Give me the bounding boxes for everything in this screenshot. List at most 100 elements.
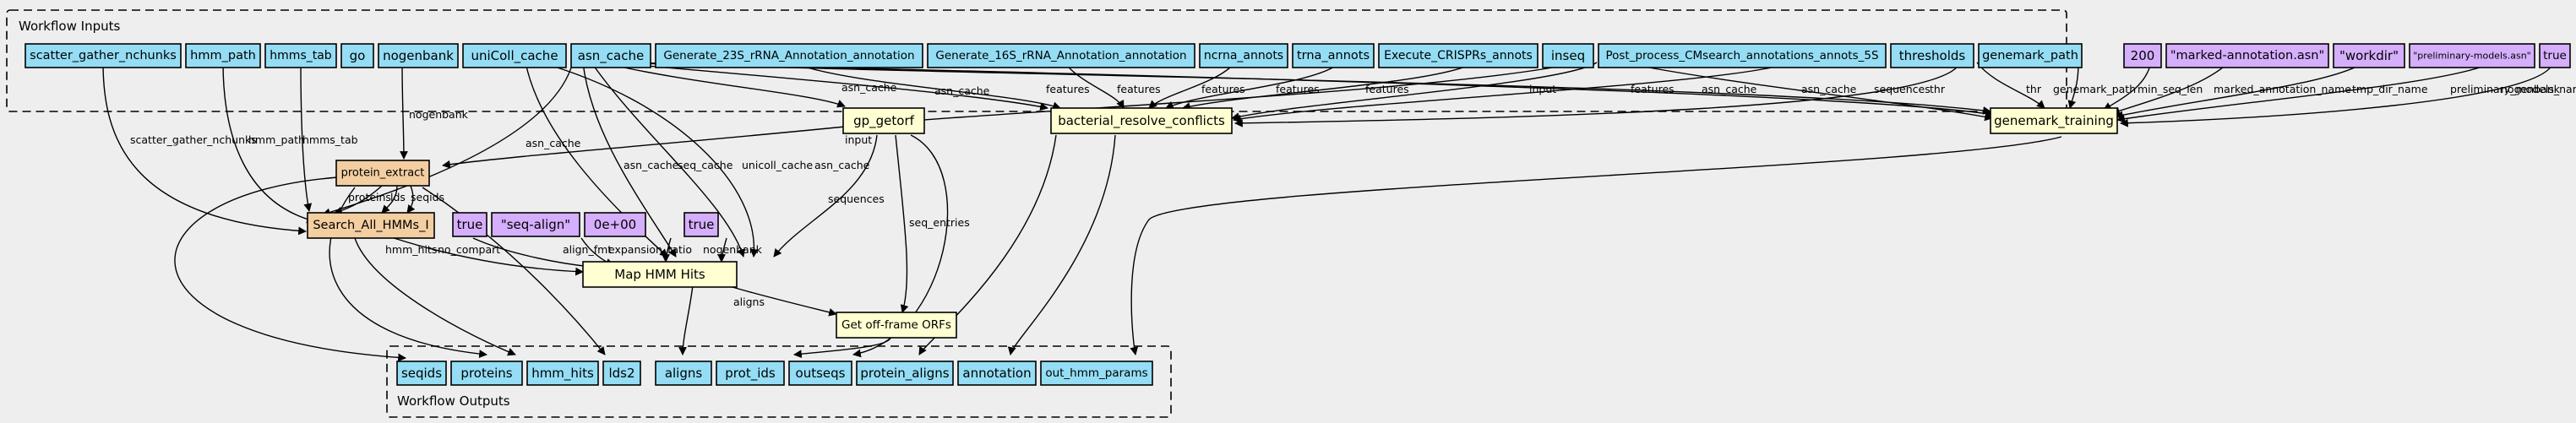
node-out-seqids[interactable]: seqids [396,361,447,386]
edge-label-hmms-tab: hmms_tab [302,133,358,146]
svg-text:0e+00: 0e+00 [594,217,636,232]
node-gp-getorf[interactable]: gp_getorf [842,107,925,134]
node-go[interactable]: go [340,43,374,68]
node-get-offframe-orfs[interactable]: Get off-frame ORFs [836,312,957,339]
node-inseq[interactable]: inseq [1542,43,1594,68]
node-search-all-hmms[interactable]: Search_All_HMMs_I [307,212,435,239]
node-out-prot-ids[interactable]: prot_ids [716,361,785,386]
edge-brc-to-protaligns [918,134,1057,355]
edge-label-marked-annotation-name: marked_annotation_name [2214,83,2351,95]
node-genemark-training[interactable]: genemark_training [1990,107,2118,134]
edge-label-nogenbank-map: nogenbank [703,243,763,256]
node-hmm-path[interactable]: hmm_path [185,43,261,68]
workflow-inputs-cluster: Workflow Inputs [6,9,2067,112]
node-const-true-right[interactable]: true [2539,43,2571,68]
node-const-true-b[interactable]: true [683,212,719,237]
svg-text:scatter_gather_nchunks: scatter_gather_nchunks [30,49,177,62]
node-out-hmm-params[interactable]: out_hmm_params [1040,361,1153,386]
node-const-marked-annotation[interactable]: "marked-annotation.asn" [2165,43,2329,68]
edge-label-features-5: features [1365,83,1409,95]
edge-label-asn-cache-gt: asn_cache [1702,83,1757,95]
node-unicoll-cache[interactable]: uniColl_cache [462,43,567,68]
node-trna-annots[interactable]: trna_annots [1292,43,1375,68]
svg-text:lds2: lds2 [608,366,634,381]
svg-text:inseq: inseq [1551,48,1585,63]
svg-text:genemark_training: genemark_training [1994,113,2114,129]
node-protein-extract[interactable]: protein_extract [335,160,430,187]
edge-gp-to-outseqs [852,134,949,358]
edge-label-asn-cache-brc: asn_cache [934,84,990,97]
node-out-lds2[interactable]: lds2 [602,361,641,386]
svg-text:true: true [2543,49,2567,62]
diagram-nodes: scatter_gather_nchunks hmm_path hmms_tab… [25,43,2571,386]
node-nogenbank[interactable]: nogenbank [378,43,459,68]
node-generate-23s[interactable]: Generate_23S_rRNA_Annotation_annotation [655,43,923,68]
edge-asncache-to-map-b [591,62,746,258]
edge-true-to-gt [2120,62,2554,127]
edge-inseq-to-gt [1621,62,1993,122]
edge-label-features-6: features [1631,83,1675,95]
edge-zero-to-map [662,237,672,263]
svg-text:ncrna_annots: ncrna_annots [1204,49,1283,62]
edge-label-expansion-ratio: expansion_ratio [608,243,692,256]
edge-asncache-to-gt-b [624,62,1995,118]
svg-text:true: true [457,217,483,232]
svg-text:Post_process_CMsearch_annotati: Post_process_CMsearch_annotations_annots… [1605,49,1878,62]
svg-text:go: go [350,48,366,63]
node-const-seq-align[interactable]: "seq-align" [491,212,580,237]
edge-label-seqids: seqids [411,191,444,203]
edge-label-features-1: features [1046,83,1090,95]
node-generate-16s[interactable]: Generate_16S_rRNA_Annotation_annotation [927,43,1195,68]
node-out-protein-aligns[interactable]: protein_aligns [856,361,954,386]
edge-gen16s-to-brc [1064,62,1125,109]
svg-text:proteins: proteins [460,366,512,381]
node-out-proteins[interactable]: proteins [450,361,523,386]
edge-label-proteins: proteins [348,191,391,203]
node-hmms-tab[interactable]: hmms_tab [264,43,337,68]
svg-text:Get off-frame ORFs: Get off-frame ORFs [841,318,951,332]
edge-label-no-compart: no_compart [438,243,500,256]
node-const-preliminary-models[interactable]: "preliminary-models.asn" [2409,43,2535,68]
edge-label-seq-entries: seq_entries [909,216,970,229]
edge-pe-to-search-b [381,185,398,214]
node-asn-cache[interactable]: asn_cache [570,43,651,68]
svg-text:asn_cache: asn_cache [578,48,644,64]
node-thresholds[interactable]: thresholds [1890,43,1974,68]
edge-hmmstab-to-search [300,62,313,212]
node-out-annotation[interactable]: annotation [957,361,1037,386]
node-const-200[interactable]: 200 [2123,43,2162,68]
node-bacterial-resolve-conflicts[interactable]: bacterial_resolve_conflicts [1050,107,1233,134]
edge-crispr-to-brc [1182,62,1476,111]
node-genemark-path[interactable]: genemark_path [1978,43,2083,68]
svg-text:"preliminary-models.asn": "preliminary-models.asn" [2413,51,2530,62]
node-out-hmm-hits[interactable]: hmm_hits [526,361,599,386]
edge-label-sequences-gt: sequences [1874,83,1931,95]
svg-text:out_hmm_params: out_hmm_params [1045,366,1147,380]
edge-asncache-to-gp [601,62,846,108]
edge-label-scatter: scatter_gather_nchunks [130,133,257,146]
node-out-aligns[interactable]: aligns [655,361,712,386]
node-post-process-5s[interactable]: Post_process_CMsearch_annotations_annots… [1598,43,1887,68]
edge-label-features-4: features [1276,83,1320,95]
node-ncrna-annots[interactable]: ncrna_annots [1199,43,1288,68]
node-execute-crisprs[interactable]: Execute_CRISPRs_annots [1378,43,1539,68]
edge-label-nogenbank-pe: nogenbank [409,108,469,121]
edge-label-genemark-path: genemark_path [2053,83,2136,95]
edge-workdir-to-gt [2115,62,2365,119]
edge-unicoll-to-map-b [540,62,759,258]
node-const-true-a[interactable]: true [452,212,487,237]
edge-labels: scatter_gather_nchunks hmm_path hmms_tab… [130,81,2576,308]
edge-label-features-2: features [1117,83,1161,95]
svg-text:Search_All_HMMs_I: Search_All_HMMs_I [313,219,428,232]
edge-label-asn-cache-search: asn_cache [526,137,581,149]
node-scatter-gather-nchunks[interactable]: scatter_gather_nchunks [25,43,182,68]
node-const-zero[interactable]: 0e+00 [584,212,646,237]
node-map-hmm-hits[interactable]: Map HMM Hits [582,261,738,288]
svg-text:true: true [689,217,715,232]
svg-text:hmms_tab: hmms_tab [270,49,332,62]
edge-prelim-to-gt [2116,62,2493,123]
node-out-outseqs[interactable]: outseqs [788,361,852,386]
svg-text:trna_annots: trna_annots [1297,49,1370,62]
node-const-workdir[interactable]: "workdir" [2333,43,2405,68]
